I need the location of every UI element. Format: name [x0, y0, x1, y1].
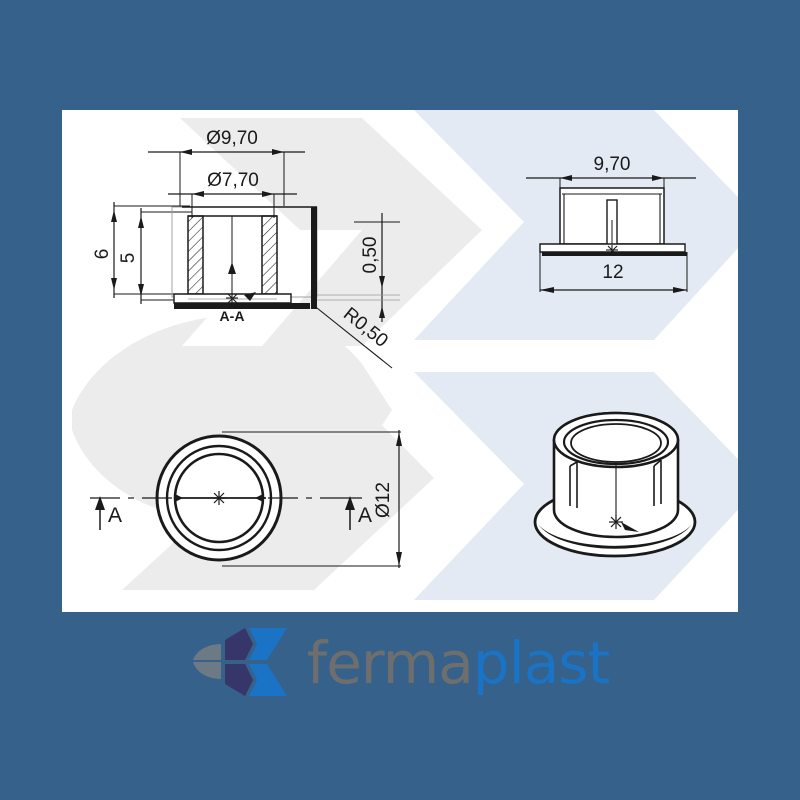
dimension-flange-diameter-text: Ø12 — [373, 482, 394, 518]
iso-bore — [570, 423, 662, 463]
section-marker-left: A — [95, 496, 122, 530]
logo-cube-navy-top — [224, 628, 253, 660]
centre-mark-elevation — [606, 245, 618, 256]
dimension-flange-diameter: Ø12 — [222, 430, 402, 568]
logo-leaf-bottom — [192, 662, 221, 679]
wall-right-hatched — [261, 215, 278, 295]
fermaplast-cube-icon — [192, 628, 287, 696]
view-elevation: 9,70 — [526, 154, 696, 293]
dimension-flange-thickness-text: 0,50 — [360, 237, 381, 274]
dimension-body-height-text: 5 — [118, 253, 139, 264]
dimension-total-height: 6 — [92, 202, 190, 298]
centre-mark-section — [226, 293, 238, 304]
brand-logo: fermaplast — [191, 624, 610, 702]
elevation-flange-shadow — [542, 252, 687, 256]
dimension-outer-diameter: Ø9,70 — [148, 128, 305, 206]
wall-left-hatched — [187, 215, 204, 295]
brand-wordmark: fermaplast — [307, 634, 610, 692]
flange-bottom-thick — [174, 303, 310, 309]
brand-word-ferma: ferma — [306, 629, 474, 697]
dimension-flange-width-text: 12 — [602, 262, 623, 283]
dimension-inner-diameter-text: Ø7,70 — [207, 170, 259, 191]
technical-drawing-panel: Ø9,70 Ø7,70 6 — [62, 110, 738, 612]
body-right-thick-edge — [311, 207, 317, 309]
section-marker-left-label: A — [108, 504, 122, 527]
logo-cube-blue-bottom — [248, 664, 287, 696]
logo-cube-blue-top — [248, 628, 287, 660]
dimension-flange-thickness: 0,50 — [317, 213, 400, 322]
centre-mark-plan — [212, 491, 226, 505]
centre-mark-isometric — [609, 515, 623, 529]
dimension-inner-diameter: Ø7,70 — [168, 170, 297, 218]
logo-cube-navy-bottom — [224, 664, 253, 696]
technical-drawing-svg: Ø9,70 Ø7,70 6 — [72, 110, 738, 600]
section-label: A-A — [220, 308, 245, 324]
section-geometry: A-A — [171, 206, 318, 324]
logo-leaf-top — [192, 644, 221, 660]
dimension-outer-diameter-text: Ø9,70 — [206, 128, 258, 149]
dimension-total-height-text: 6 — [92, 249, 113, 260]
brand-word-plast: plast — [472, 629, 610, 697]
section-marker-right: A — [345, 496, 372, 530]
iso-bottom-shadow — [538, 524, 692, 549]
dimension-body-height: 5 — [118, 208, 192, 304]
view-section-aa: Ø9,70 Ø7,70 6 — [92, 128, 400, 369]
view-plan: A A Ø12 — [90, 430, 402, 568]
iso-ribs — [569, 459, 662, 508]
dimension-flange-width: 12 — [539, 252, 688, 293]
view-isometric — [533, 411, 697, 558]
section-marker-right-label: A — [358, 504, 372, 527]
brand-logo-bar: fermaplast — [0, 612, 800, 800]
dimension-body-width-text: 9,70 — [594, 154, 631, 175]
